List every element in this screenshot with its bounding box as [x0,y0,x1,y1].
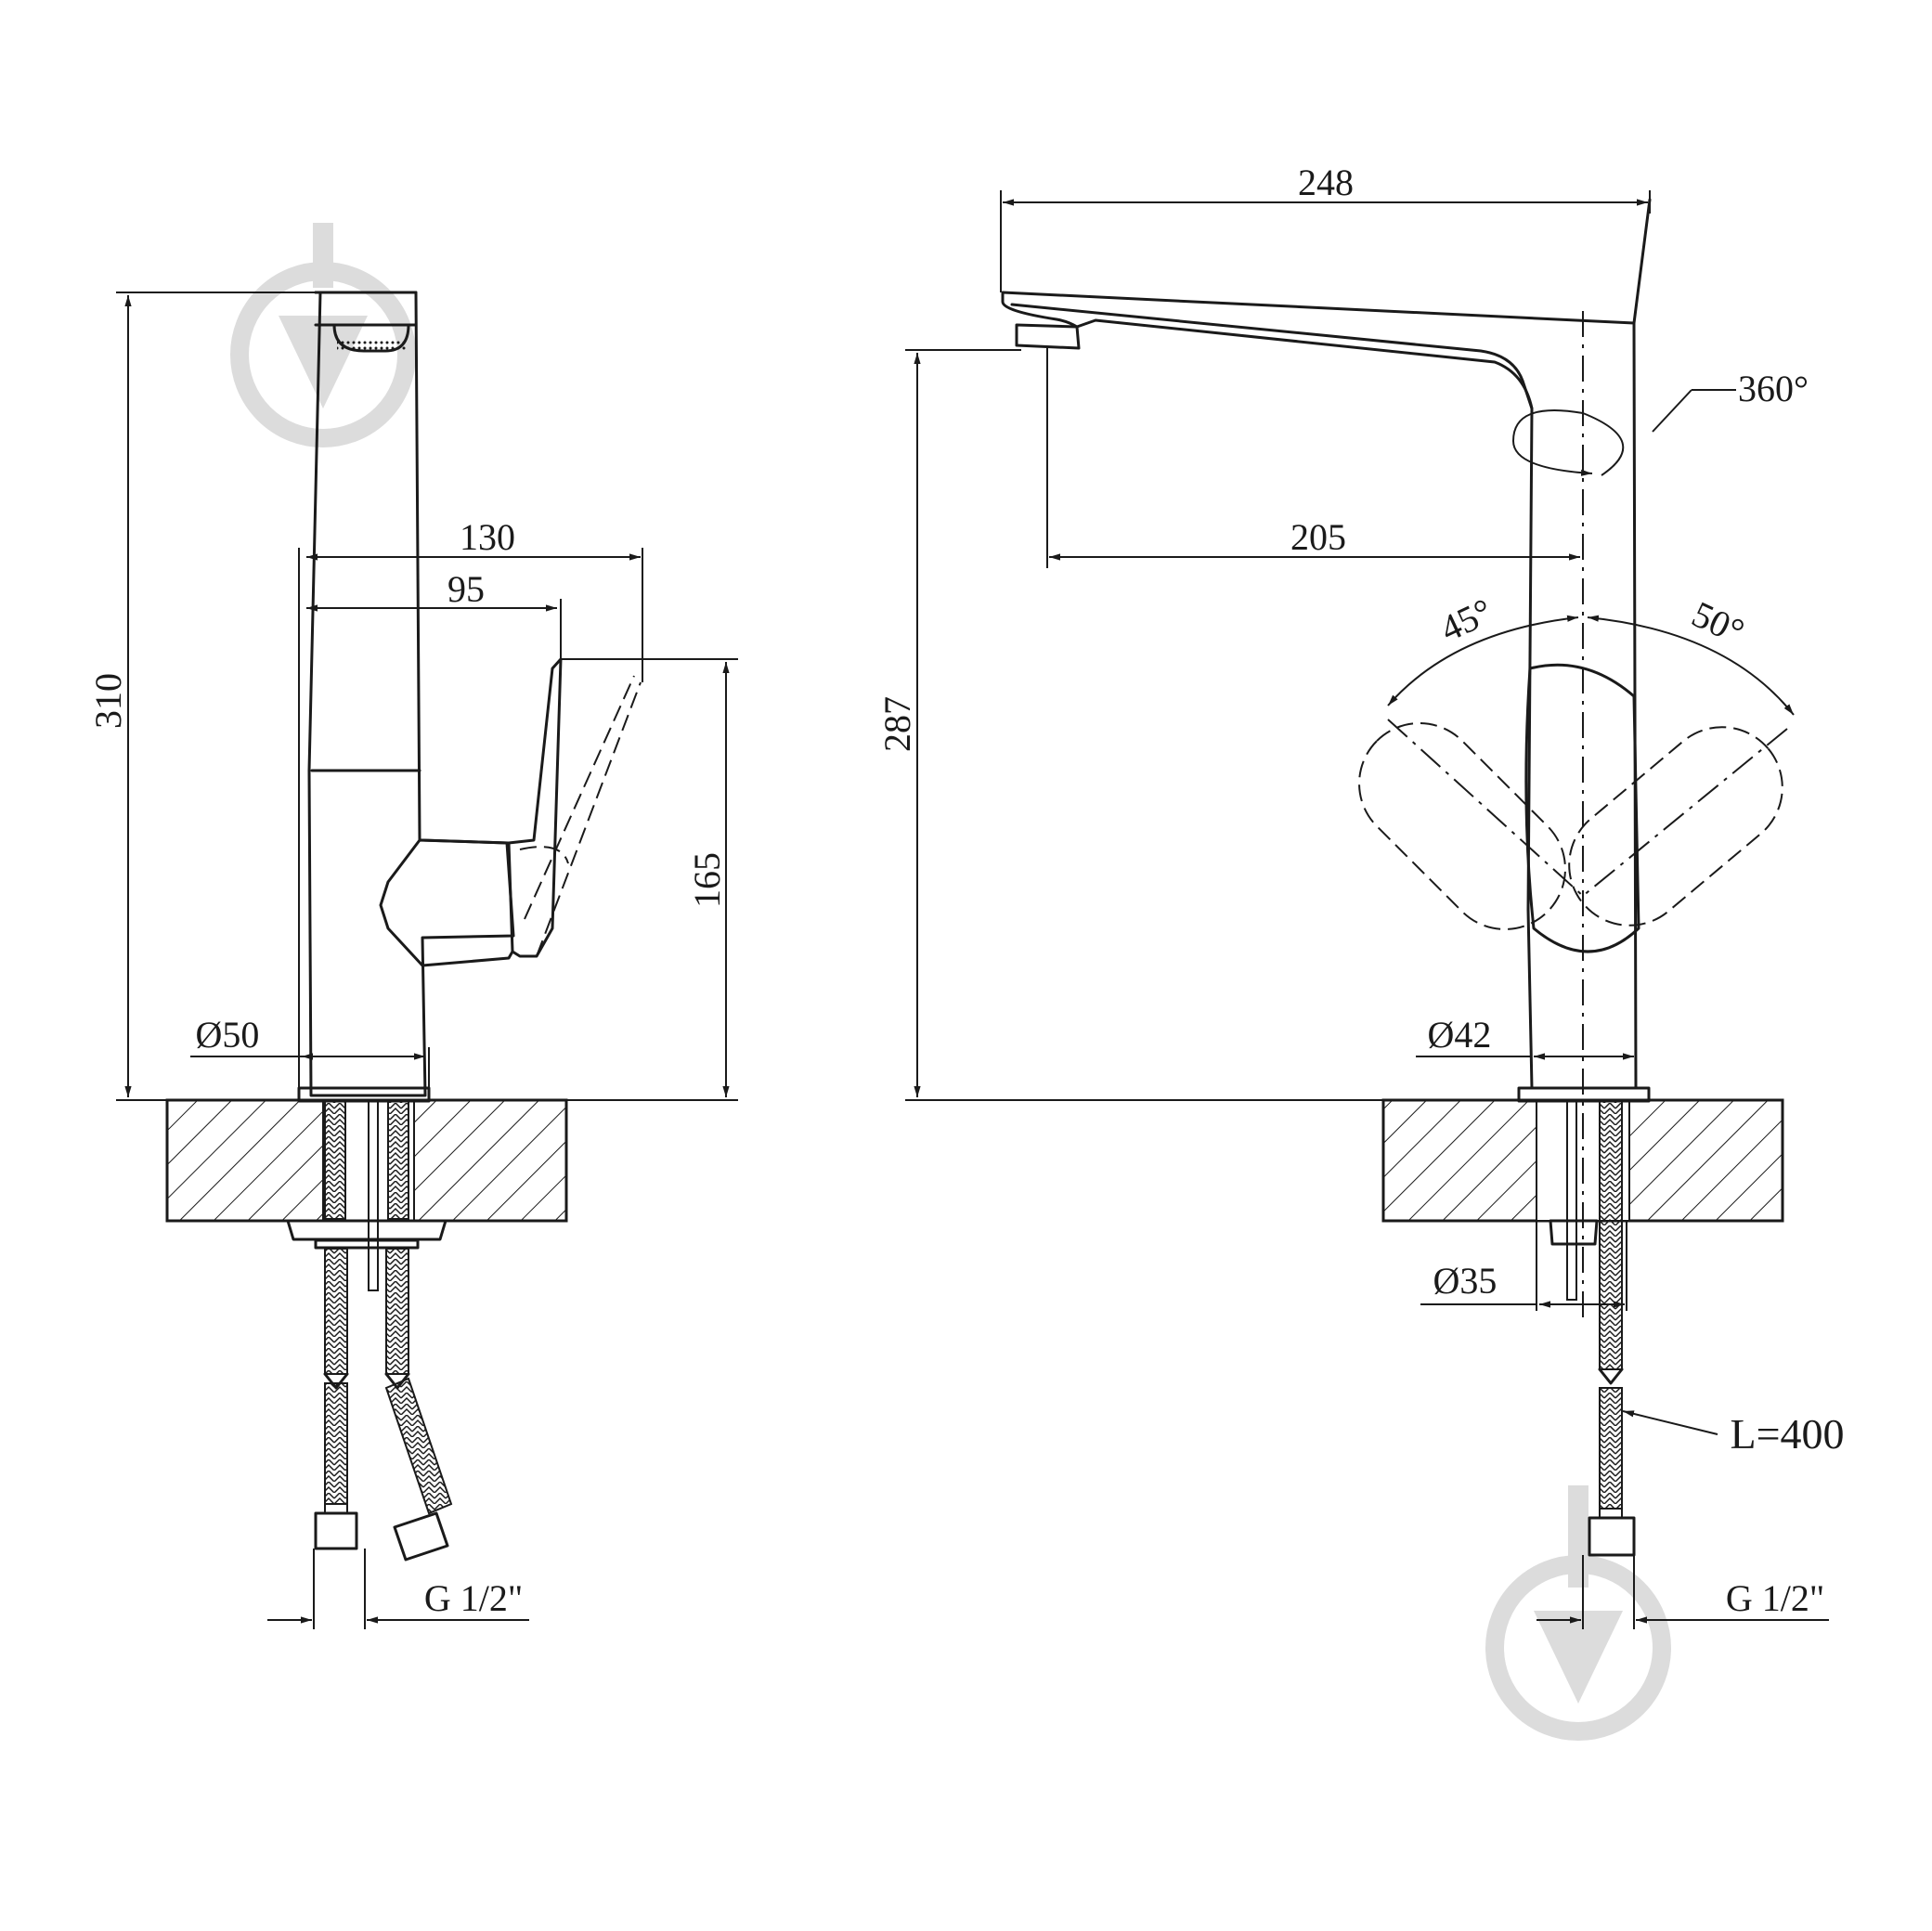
front-mount-nut [1549,1219,1599,1246]
front-handle-axis-left [1387,719,1584,897]
front-angle-arc-left [1387,615,1579,706]
side-handle-lever [507,657,563,958]
watermark-bottom-right-icon [1485,1485,1671,1741]
front-aerator [1015,323,1081,350]
dim-g-left: G 1/2" [424,1577,523,1619]
front-handle-axis-right [1582,728,1788,897]
side-hose-left-mid [324,1248,348,1375]
front-hose-top [1599,1099,1623,1370]
watermark-top-left-icon [230,223,416,447]
dim-130: 130 [460,516,515,558]
dim-165: 165 [686,852,728,908]
front-hose-length-leader [1622,1410,1718,1435]
side-fitting-right [393,1511,449,1562]
side-mount-washer [314,1238,420,1250]
side-view: 310 130 95 165 Ø50 G 1/2" [87,291,738,1629]
side-threaded-rod [368,1099,379,1291]
side-handle-open [524,675,642,957]
front-threaded-rod [1566,1099,1577,1301]
dim-360: 360° [1738,368,1809,409]
dim-248: 248 [1298,162,1354,203]
side-hose-left-top [324,1099,346,1220]
dim-45deg: 45° [1433,590,1498,650]
dim-310: 310 [87,673,129,729]
side-handle-arc [519,846,569,864]
front-hose-break [1598,1367,1624,1385]
side-mount-nut [286,1219,447,1241]
side-hose-right-low [384,1377,453,1515]
front-angle-arc-right [1587,615,1795,716]
front-view: 45° 50° 360° 248 205 287 Ø42 [876,162,1845,1629]
side-fitting-left-neck [324,1503,348,1514]
side-spout-top [314,291,418,327]
side-faucet-body [307,291,515,1097]
dim-287: 287 [876,696,918,752]
front-handle-rotated-left [1358,722,1566,930]
front-hose-low [1599,1387,1623,1510]
front-rotation-ellipse [1511,409,1625,476]
front-fitting [1588,1516,1636,1557]
dim-95: 95 [447,568,485,610]
side-hose-right-top [387,1099,409,1220]
side-cartridge [379,838,514,967]
side-hose-left-low [324,1382,348,1505]
side-aerator-mesh [337,340,406,352]
dim-d50: Ø50 [196,1014,260,1056]
front-body-right-edge [1632,198,1652,325]
front-handle-rotated-right [1568,726,1783,927]
side-base-plate [297,1086,431,1103]
side-fitting-left [314,1511,358,1550]
dim-g-right: G 1/2" [1726,1577,1824,1619]
front-rotation-leader [1652,389,1692,433]
dim-d42: Ø42 [1428,1014,1492,1056]
dim-d35: Ø35 [1433,1260,1498,1302]
front-spout-underside [1010,303,1534,410]
dim-205: 205 [1290,516,1346,558]
side-hose-right-mid [385,1248,409,1375]
dim-l400: L=400 [1730,1410,1844,1458]
front-base-plate [1517,1086,1651,1103]
